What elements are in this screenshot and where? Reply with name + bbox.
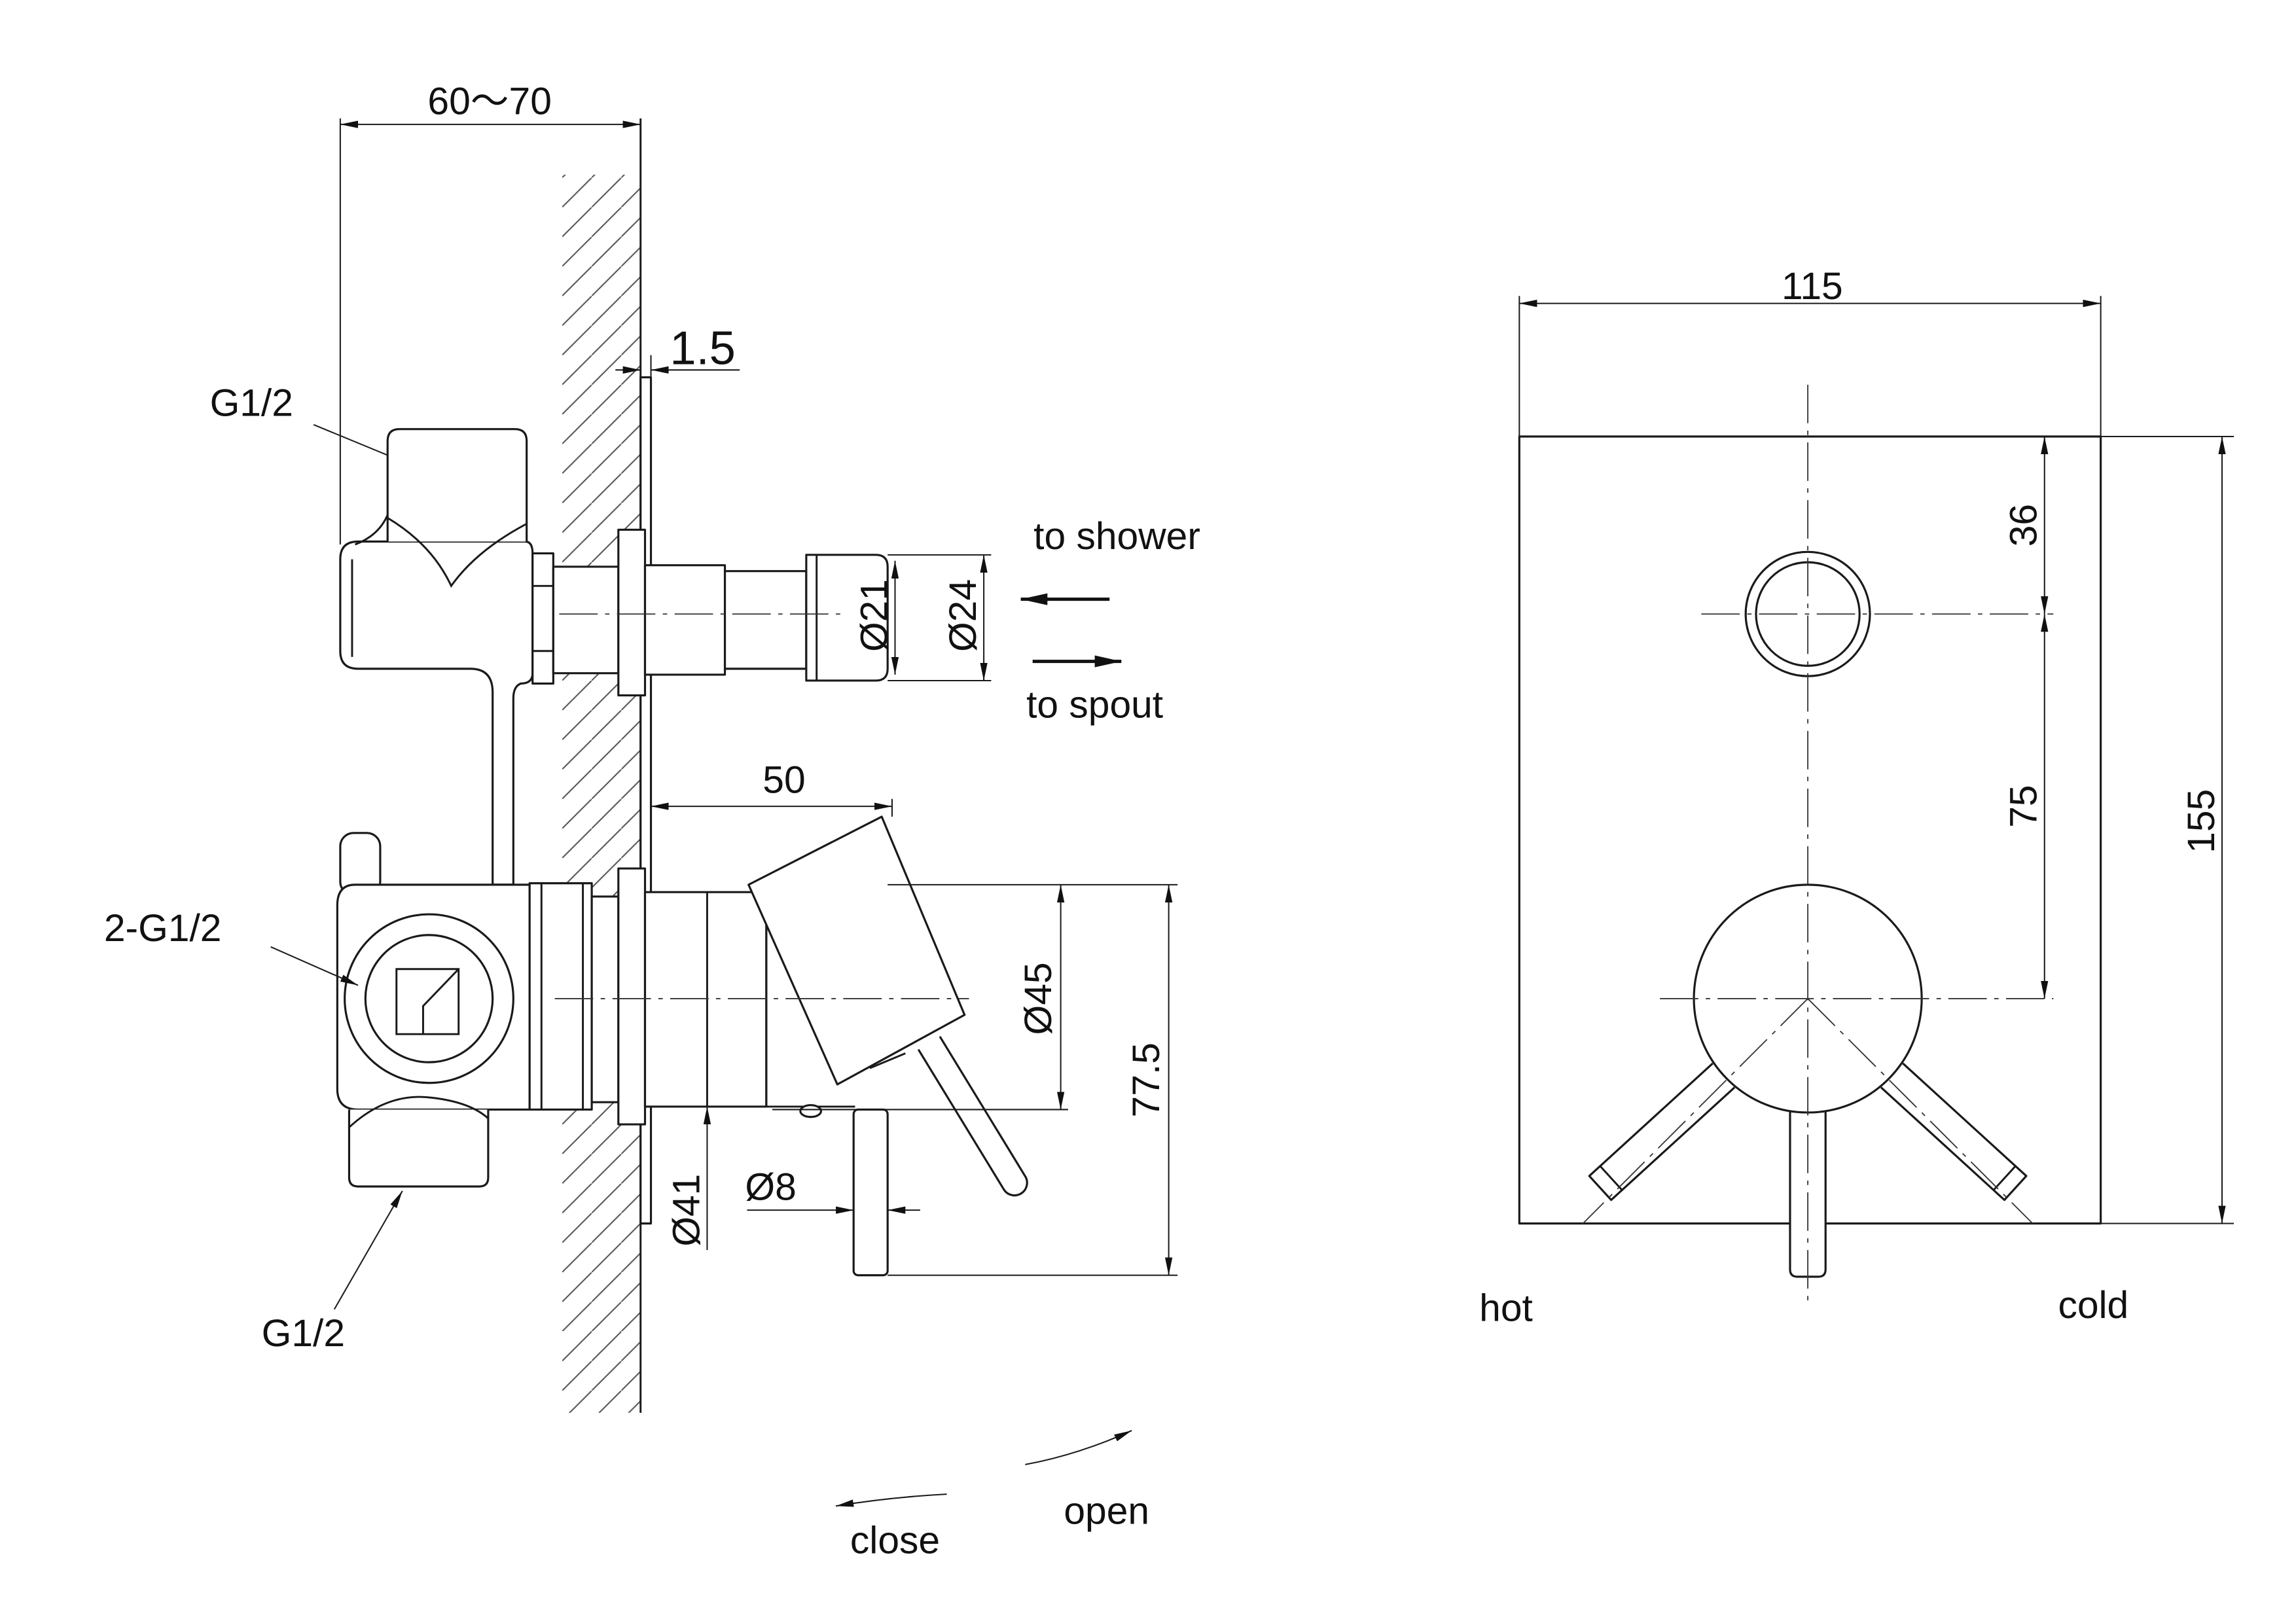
upper-nut <box>531 552 554 685</box>
close-arrow-icon <box>835 1493 947 1507</box>
d8-label: Ø8 <box>745 1166 796 1208</box>
lower-connector <box>590 895 620 1103</box>
top-inlet-saddle <box>387 517 528 588</box>
diverter-outlet-assembly <box>531 528 889 697</box>
cold-angle-centerline <box>1807 998 2034 1224</box>
side-inlet-port <box>395 968 460 1035</box>
depth-dimension-label: 60～70 <box>427 80 551 122</box>
handle-head <box>747 815 966 1086</box>
side-view: 60～70 1.5 G1/2 <box>104 80 1200 1561</box>
dim75-label: 75 <box>2003 785 2045 827</box>
diverter-knob <box>805 554 889 682</box>
flow-direction: to shower to spout <box>1020 515 1200 726</box>
hot-label: hot <box>1479 1287 1533 1330</box>
handle-rotation: close open <box>835 1430 1149 1562</box>
lower-nut <box>528 882 593 1111</box>
d45-label: Ø45 <box>1017 962 1060 1035</box>
side-inlet-leader <box>270 946 359 986</box>
hot-angle-centerline <box>1582 998 1808 1224</box>
to-shower-label: to shower <box>1033 515 1200 558</box>
lever-hot-position <box>1588 1062 1736 1202</box>
handle-grub-screw <box>799 1104 823 1118</box>
close-label: close <box>850 1520 940 1562</box>
dim77-label: 77.5 <box>1125 1043 1168 1117</box>
top-inlet-label: G1/2 <box>210 382 293 424</box>
lever-cold-position <box>1880 1062 2028 1202</box>
lever-hot-tip <box>1599 1165 1623 1191</box>
top-inlet-fillet <box>354 514 389 546</box>
width-dimension: 115 <box>1518 265 2102 437</box>
to-spout-label: to spout <box>1026 683 1163 726</box>
bottom-inlet-label: G1/2 <box>262 1312 345 1355</box>
spacing-dimensions: 36 75 <box>2003 437 2049 999</box>
d41-label: Ø41 <box>665 1174 708 1247</box>
top-inlet-boss <box>386 428 528 542</box>
handle-dimensions: 50 Ø45 77.5 Ø41 Ø8 <box>650 759 1178 1276</box>
lever-cold-tip <box>1992 1165 2017 1191</box>
front-view: 115 36 75 155 hot cold <box>1479 265 2234 1330</box>
dim50-label: 50 <box>762 759 805 802</box>
dim36-label: 36 <box>2003 504 2045 546</box>
valve-body <box>336 428 534 1188</box>
d21-label: Ø21 <box>853 579 895 652</box>
plate-thickness-dimension: 1.5 <box>615 322 740 378</box>
cold-label: cold <box>2058 1284 2128 1327</box>
width-label: 115 <box>1782 265 1843 308</box>
upper-connector-pipe <box>552 565 620 675</box>
bottom-outlet-saddle <box>348 1096 489 1128</box>
handle-lever-down-position <box>852 1108 889 1277</box>
handle-lever <box>917 1035 1028 1197</box>
handle-sleeve <box>643 891 768 1108</box>
side-inlet-label: 2-G1/2 <box>104 907 222 950</box>
wall-hatch <box>562 174 641 1413</box>
lower-flange <box>617 867 647 1126</box>
diverter-stem <box>643 564 726 676</box>
plate-thickness-label: 1.5 <box>670 322 736 374</box>
diverter-step <box>723 570 808 670</box>
height-label: 155 <box>2180 789 2223 853</box>
bottom-inlet-leader <box>333 1190 403 1310</box>
mixer-handle-assembly <box>528 815 1028 1277</box>
bottom-outlet-boss <box>348 1109 490 1188</box>
upper-flange <box>617 528 647 697</box>
handle-head-edge <box>869 1052 906 1069</box>
open-label: open <box>1064 1489 1149 1532</box>
handle-base <box>765 892 855 1108</box>
open-arrow-icon <box>1025 1430 1132 1465</box>
height-dimension: 155 <box>2100 435 2234 1224</box>
diverter-diameter-dimensions: Ø21 Ø24 <box>853 554 992 681</box>
depth-dimension: 60～70 <box>339 80 641 545</box>
d24-label: Ø24 <box>942 579 984 652</box>
